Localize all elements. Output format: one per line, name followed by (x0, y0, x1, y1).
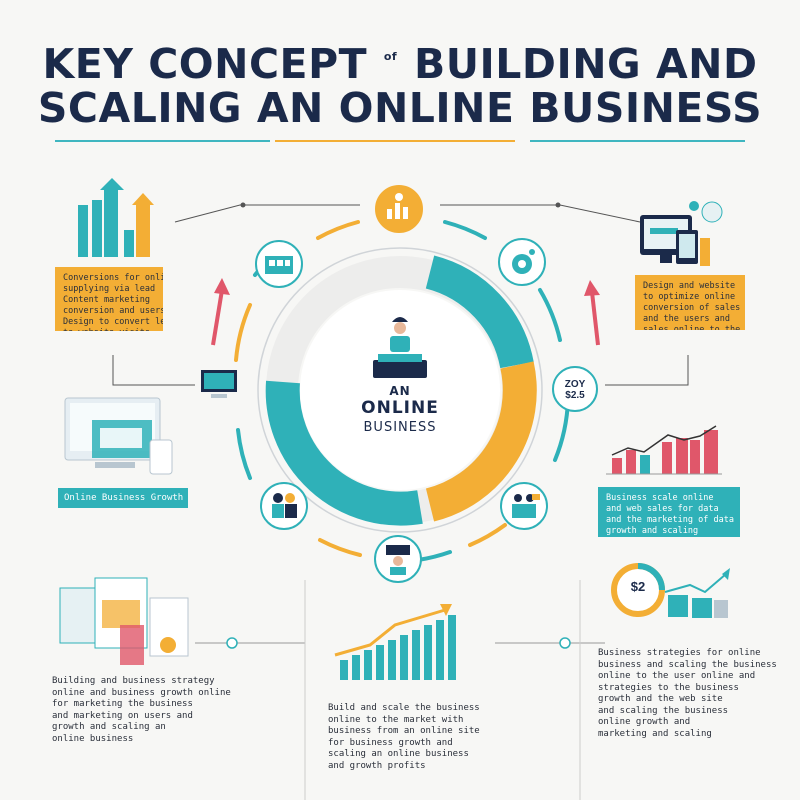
text-bottom-center: Build and scale the business online to t… (328, 703, 480, 771)
donut-segment-teal-top (425, 255, 534, 369)
circle-icon-bottom (374, 535, 422, 583)
center-label-an: AN (389, 384, 411, 398)
text-bottom-left: Building and business strategy online an… (52, 676, 231, 744)
panel-top-right: Design and website to optimize online co… (635, 275, 745, 330)
presenter-icon-center (373, 317, 427, 378)
center-label-business: BUSINESS (363, 420, 437, 435)
circle-icon-left-devices (195, 360, 243, 408)
connector-dot-left (240, 202, 246, 208)
connector-node-left (226, 637, 238, 649)
circle-icon-bottom-right (500, 482, 548, 530)
bar-chart-icon-bottom-center (334, 604, 456, 680)
circle-icon-bottom-left (260, 482, 308, 530)
outer-ring (257, 247, 543, 533)
coin-label: $2 (630, 579, 646, 594)
header-rule-right (530, 140, 745, 142)
connector-dot-right (555, 202, 561, 208)
panel-top-left: Conversions for online supplying via lea… (55, 267, 163, 331)
donut-segment-teal-bottom (265, 380, 423, 526)
donut-center (300, 290, 500, 490)
devices-icon-top-right (640, 201, 723, 266)
title-small-word: of (383, 50, 398, 63)
red-arrows (211, 278, 600, 346)
circle-badge-right: ZOY $2.5 (552, 366, 598, 412)
center-label-online: ONLINE (361, 398, 439, 418)
page-title-line-1: KEY CONCEPT of BUILDING AND (0, 40, 800, 88)
documents-icon-bottom-left (59, 577, 189, 665)
header-rule-left (55, 140, 270, 142)
circle-icon-top-right (498, 238, 546, 286)
circle-icon-top (375, 185, 423, 233)
donut-segment-orange (425, 361, 537, 522)
panel-right-mid: Business scale online and web sales for … (598, 487, 740, 537)
title-right: BUILDING AND (414, 40, 758, 88)
money-icon-bottom-right (611, 563, 730, 618)
monitor-icon-left (64, 397, 173, 475)
header-rule-middle (275, 140, 515, 142)
title-left: KEY CONCEPT (42, 40, 368, 88)
bar-chart-icon-top-left (78, 178, 154, 257)
growth-chart-icon-right (606, 425, 722, 475)
connector-node-right (559, 637, 571, 649)
text-bottom-right: Business strategies for online business … (598, 648, 777, 739)
caption-online-business-growth: Online Business Growth (58, 488, 188, 508)
circle-icon-top-left (255, 240, 303, 288)
page-title-line-2: SCALING AN ONLINE BUSINESS (37, 84, 763, 132)
